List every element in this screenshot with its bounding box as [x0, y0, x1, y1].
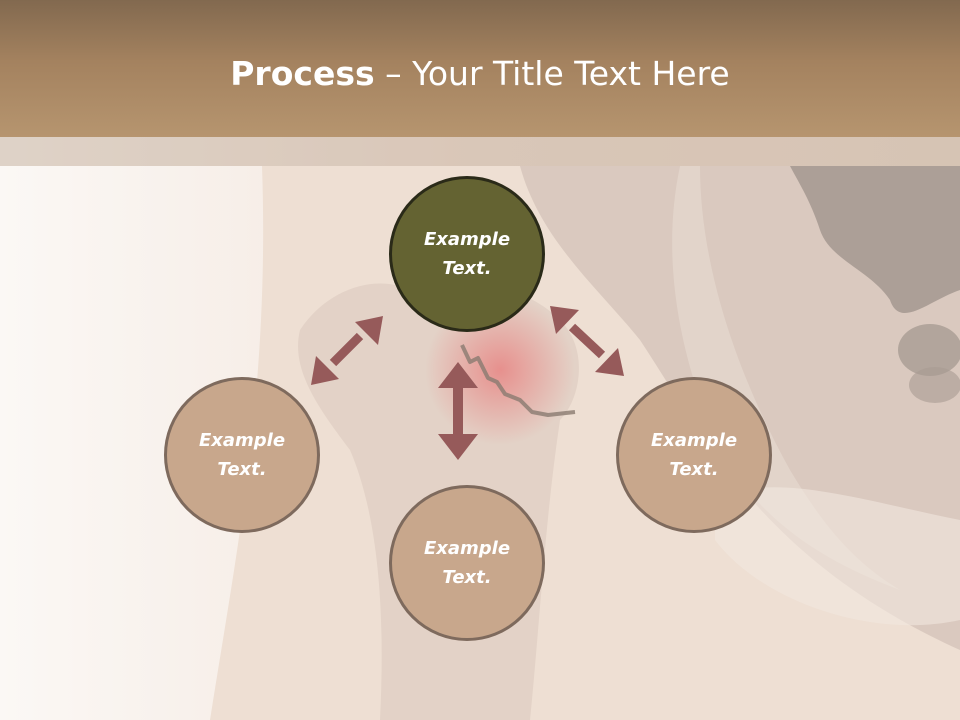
title-bold-part: Process — [230, 54, 375, 93]
arrow-center-left — [311, 316, 383, 385]
header-band — [0, 0, 960, 137]
slide-title: Process – Your Title Text Here — [0, 52, 960, 96]
node-label-line: Example — [650, 430, 738, 451]
node-label: Example Text. — [177, 426, 307, 484]
node-label: Example Text. — [402, 534, 532, 592]
node-label-line: Example — [423, 229, 511, 250]
process-node-bottom: Example Text. — [389, 485, 545, 641]
process-node-left: Example Text. — [164, 377, 320, 533]
node-label-line: Text. — [442, 258, 492, 279]
node-label: Example Text. — [629, 426, 759, 484]
header-strip — [0, 137, 960, 166]
node-label-line: Text. — [669, 459, 719, 480]
node-label-line: Text. — [217, 459, 267, 480]
title-rest-part: – Your Title Text Here — [374, 54, 730, 93]
node-label: Example Text. — [402, 225, 532, 283]
node-label-line: Example — [423, 538, 511, 559]
node-label-line: Example — [198, 430, 286, 451]
process-node-right: Example Text. — [616, 377, 772, 533]
process-node-center: Example Text. — [389, 176, 545, 332]
arrow-center-bottom — [438, 362, 478, 460]
node-label-line: Text. — [442, 567, 492, 588]
arrow-center-right — [550, 306, 624, 376]
